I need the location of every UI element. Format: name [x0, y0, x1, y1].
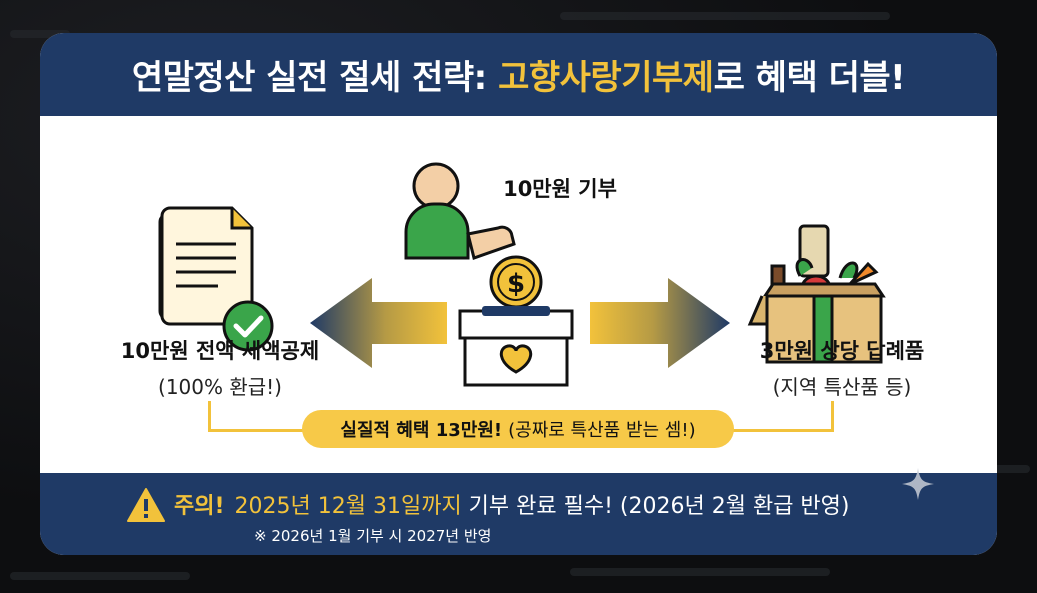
illustration: $ [158, 162, 886, 387]
warning-rest-text: 기부 완료 필수! (2026년 2월 환급 반영) [461, 494, 850, 519]
arrow-left-icon [310, 278, 447, 368]
tax-credit-label: 10만원 전액 세액공제 (100% 환급!) [90, 335, 350, 400]
title-prefix: 연말정산 실전 절세 전략: [131, 58, 499, 98]
person-icon [404, 162, 516, 260]
title-highlight: 고향사랑기부제 [498, 58, 714, 98]
background-blur-line [570, 568, 830, 576]
gift-label: 3만원 상당 답례품 (지역 특산품 등) [722, 335, 962, 400]
footer-warning: 주의! 2025년 12월 31일까지 기부 완료 필수! (2026년 2월 환… [174, 488, 850, 520]
warning-icon [127, 488, 165, 522]
tax-credit-sub: (100% 환급!) [158, 375, 282, 399]
summary-badge: 실질적 혜택 13만원! (공짜로 특산품 받는 셈!) [302, 410, 734, 448]
summary-note: (공짜로 특산품 받는 셈!) [508, 420, 696, 441]
header-banner: 연말정산 실전 절세 전략: 고향사랑기부제로 혜택 더블! [40, 33, 997, 116]
background-blur-line [560, 12, 890, 20]
footer-banner: 주의! 2025년 12월 31일까지 기부 완료 필수! (2026년 2월 환… [40, 473, 997, 555]
donation-label-text: 10만원 기부 [503, 177, 617, 201]
coin-symbol: $ [507, 269, 525, 299]
background-blur-line [990, 465, 1030, 473]
page-title: 연말정산 실전 절세 전략: 고향사랑기부제로 혜택 더블! [131, 50, 906, 99]
gift-box-icon [747, 224, 886, 364]
summary-bold: 실질적 혜택 13만원! [340, 420, 503, 441]
coin-icon: $ [489, 255, 543, 309]
donation-box-icon [458, 306, 574, 387]
tax-credit-title: 10만원 전액 세액공제 [120, 339, 320, 363]
gift-sub: (지역 특산품 등) [772, 375, 912, 399]
title-suffix: 로 혜택 더블! [713, 58, 906, 98]
deadline-text: 2025년 12월 31일까지 [234, 494, 462, 519]
gift-title: 3만원 상당 답례품 [759, 339, 925, 363]
donation-label: 10만원 기부 [480, 173, 640, 203]
arrow-right-icon [590, 278, 730, 368]
footer-note: ※ 2026년 1월 기부 시 2027년 반영 [254, 527, 492, 545]
document-check-icon [158, 206, 274, 352]
background-blur-line [10, 572, 190, 580]
sparkle-icon[interactable] [900, 466, 936, 502]
infographic-card: 연말정산 실전 절세 전략: 고향사랑기부제로 혜택 더블! [40, 33, 997, 555]
warning-label: 주의! [174, 494, 225, 519]
